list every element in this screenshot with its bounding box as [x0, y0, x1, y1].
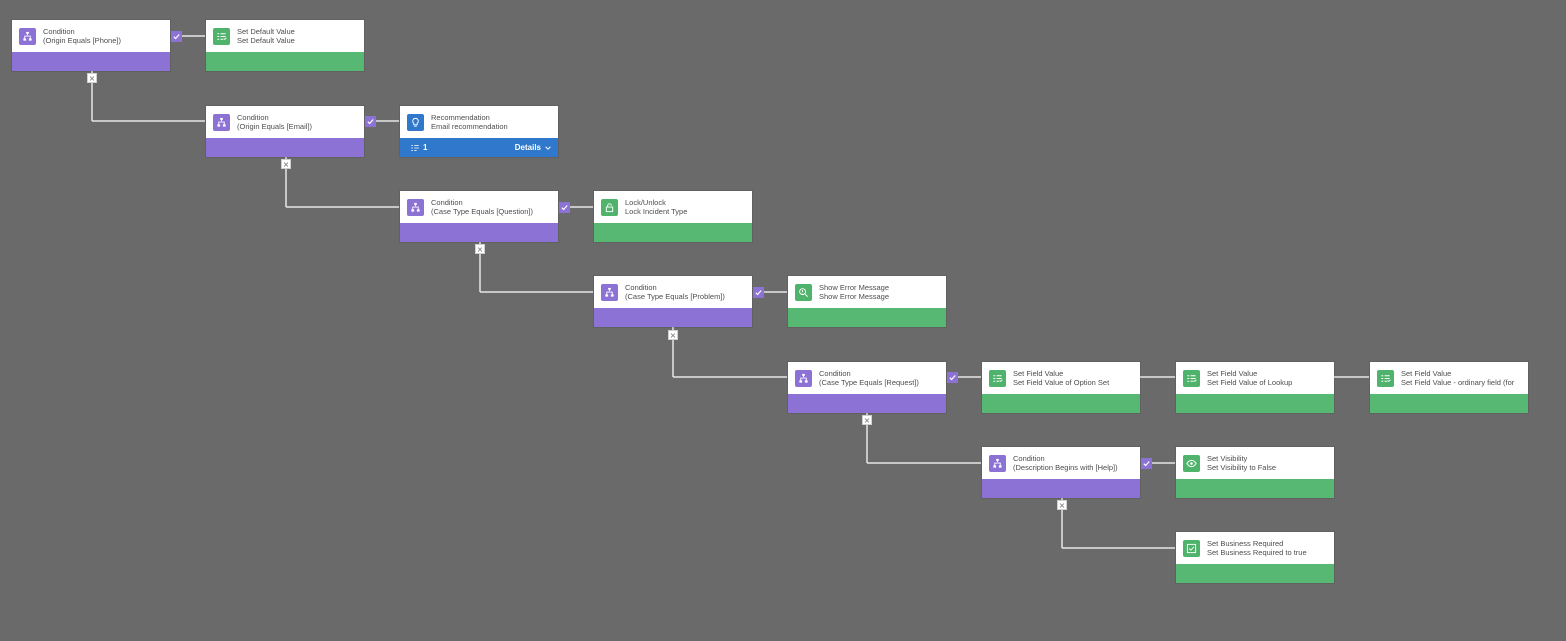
node-type-label: Lock/Unlock: [625, 198, 666, 207]
node-type-label: Set Field Value: [1207, 369, 1258, 378]
lock-icon: [601, 199, 618, 216]
node-detail-label: Email recommendation: [431, 122, 508, 131]
node-footer-bar: [400, 223, 558, 242]
node-detail-label: Set Field Value - ordinary field (for: [1401, 378, 1515, 387]
true-branch-check-icon[interactable]: [365, 116, 376, 127]
node-detail-label: Set Field Value of Option Set: [1013, 378, 1110, 387]
node-detail-label: (Case Type Equals [Problem]): [625, 292, 725, 301]
node-footer-bar: [206, 52, 364, 71]
condition-node-case-type-problem[interactable]: Condition(Case Type Equals [Problem]): [594, 276, 752, 327]
set-value-list-icon: [989, 370, 1006, 387]
action-count-value: 1: [423, 143, 428, 152]
node-footer-bar: [206, 138, 364, 157]
node-detail-label: (Origin Equals [Email]): [237, 122, 313, 131]
eye-icon: [1183, 455, 1200, 472]
condition-branch-icon: [601, 284, 618, 301]
true-branch-check-icon[interactable]: [559, 202, 570, 213]
set-value-list-icon: [1377, 370, 1394, 387]
false-branch-close-icon[interactable]: [668, 330, 678, 340]
node-type-label: Set Visibility: [1207, 454, 1248, 463]
node-type-label: Condition: [43, 27, 75, 36]
node-detail-label: Show Error Message: [819, 292, 890, 301]
node-footer-bar: [594, 308, 752, 327]
action-count: 1: [410, 143, 427, 153]
node-footer-bar: [788, 308, 946, 327]
node-footer-bar: [982, 394, 1140, 413]
node-type-label: Set Business Required: [1207, 539, 1284, 548]
node-type-label: Recommendation: [431, 113, 490, 122]
condition-node-origin-email[interactable]: Condition(Origin Equals [Email]): [206, 106, 364, 157]
node-detail-label: Set Business Required to true: [1207, 548, 1307, 557]
node-detail-label: (Case Type Equals [Question]): [431, 207, 533, 216]
error-message-icon: [795, 284, 812, 301]
action-list-icon: [411, 144, 419, 151]
condition-node-origin-phone[interactable]: Condition(Origin Equals [Phone]): [12, 20, 170, 71]
node-footer-bar: [1176, 479, 1334, 498]
node-type-label: Condition: [1013, 454, 1045, 463]
condition-branch-icon: [795, 370, 812, 387]
details-label: Details: [514, 143, 541, 152]
node-detail-label: (Origin Equals [Phone]): [43, 36, 121, 45]
node-footer-bar: [788, 394, 946, 413]
node-footer-bar: [594, 223, 752, 242]
true-branch-check-icon[interactable]: [1141, 458, 1152, 469]
node-detail-label: Set Default Value: [237, 36, 295, 45]
condition-node-case-type-question[interactable]: Condition(Case Type Equals [Question]): [400, 191, 558, 242]
node-footer-bar: [982, 479, 1140, 498]
checkbox-icon: [1183, 540, 1200, 557]
false-branch-close-icon[interactable]: [862, 415, 872, 425]
condition-branch-icon: [19, 28, 36, 45]
true-branch-check-icon[interactable]: [171, 31, 182, 42]
details-toggle-button[interactable]: Details: [515, 143, 552, 152]
false-branch-close-icon[interactable]: [1057, 500, 1067, 510]
condition-branch-icon: [213, 114, 230, 131]
false-branch-close-icon[interactable]: [281, 159, 291, 169]
set-value-list-icon: [1183, 370, 1200, 387]
condition-node-description-begins-help[interactable]: Condition(Description Begins with [Help]…: [982, 447, 1140, 498]
chevron-down-icon: [545, 145, 551, 150]
condition-branch-icon: [407, 199, 424, 216]
node-type-label: Condition: [237, 113, 269, 122]
node-type-label: Condition: [431, 198, 463, 207]
node-type-label: Show Error Message: [819, 283, 890, 292]
node-footer-bar: [1176, 564, 1334, 583]
condition-node-case-type-request[interactable]: Condition(Case Type Equals [Request]): [788, 362, 946, 413]
set-value-list-icon: [213, 28, 230, 45]
false-branch-close-icon[interactable]: [475, 244, 485, 254]
node-footer-bar: [1370, 394, 1528, 413]
lightbulb-icon: [407, 114, 424, 131]
node-type-label: Condition: [625, 283, 657, 292]
node-footer-bar: 1 Details: [400, 138, 558, 157]
node-footer-bar: [1176, 394, 1334, 413]
condition-branch-icon: [989, 455, 1006, 472]
false-branch-close-icon[interactable]: [87, 73, 97, 83]
node-detail-label: (Description Begins with [Help]): [1013, 463, 1118, 472]
node-detail-label: Set Field Value of Lookup: [1207, 378, 1293, 387]
true-branch-check-icon[interactable]: [753, 287, 764, 298]
node-type-label: Set Field Value: [1013, 369, 1064, 378]
node-type-label: Condition: [819, 369, 851, 378]
node-detail-label: Set Visibility to False: [1207, 463, 1277, 472]
node-detail-label: Lock Incident Type: [625, 207, 688, 216]
node-type-label: Set Field Value: [1401, 369, 1452, 378]
node-footer-bar: [12, 52, 170, 71]
node-type-label: Set Default Value: [237, 27, 295, 36]
node-detail-label: (Case Type Equals [Request]): [819, 378, 919, 387]
true-branch-check-icon[interactable]: [947, 372, 958, 383]
